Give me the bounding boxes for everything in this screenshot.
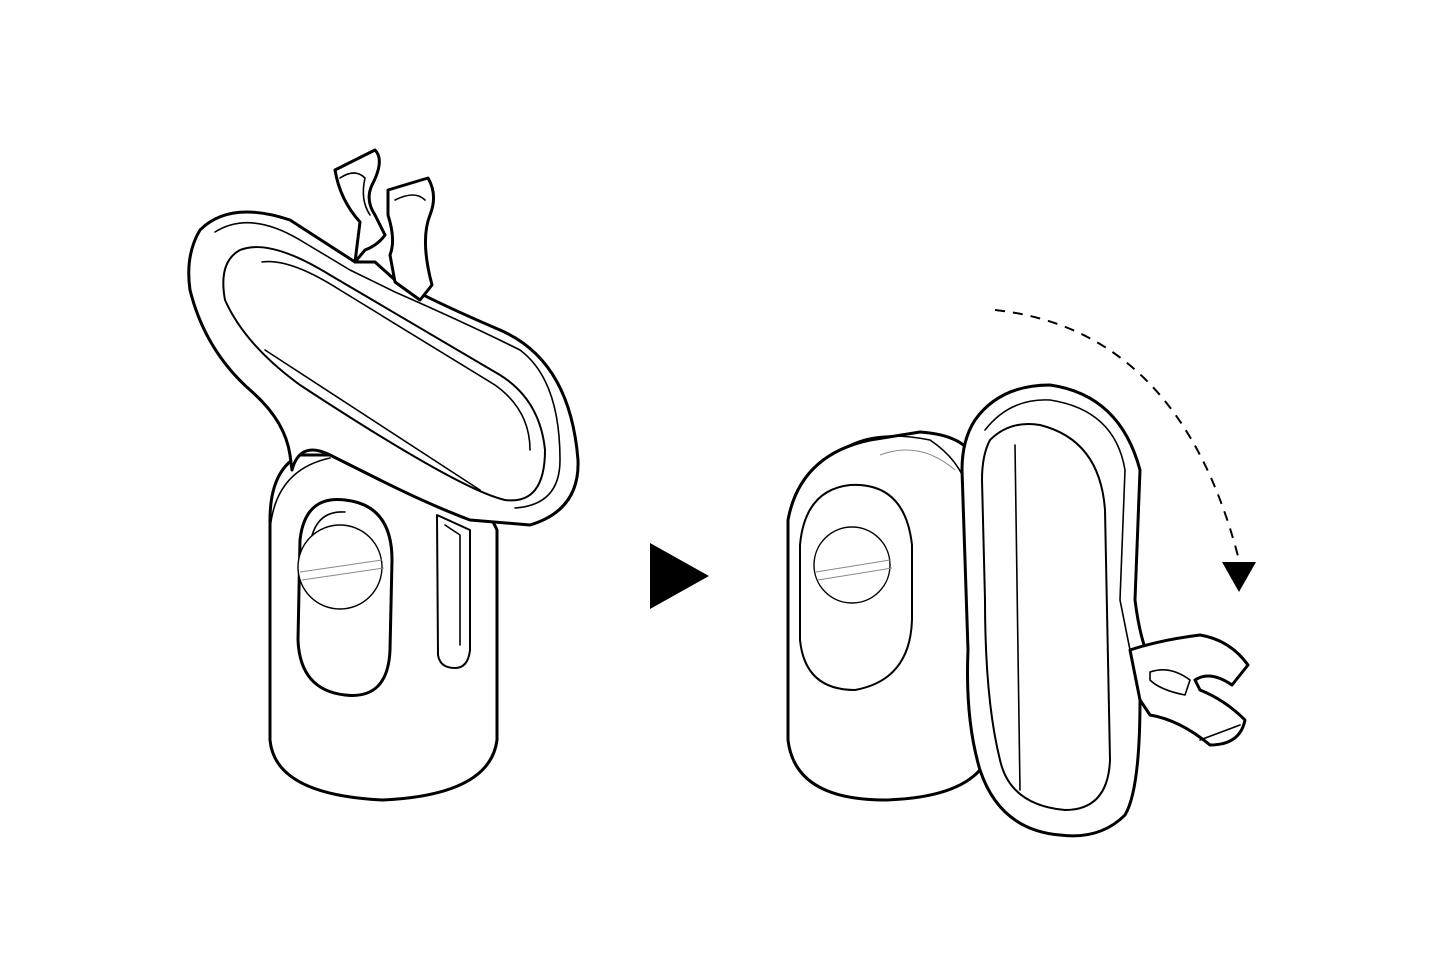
play-arrow-icon bbox=[650, 543, 709, 609]
arrow-head-icon bbox=[1222, 562, 1256, 592]
mic-clip-rotated-icon bbox=[786, 309, 1256, 838]
dashed-rotation-arrow-icon bbox=[994, 309, 1240, 561]
mic-clip-closed-icon bbox=[187, 148, 580, 802]
